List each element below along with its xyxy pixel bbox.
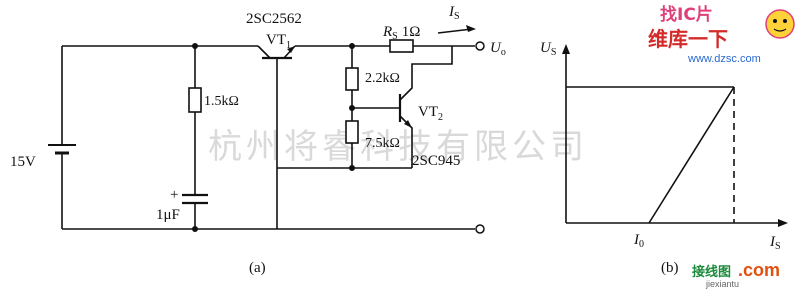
- vt1-part-label: 2SC2562: [246, 11, 302, 27]
- resistor-7-5k: [345, 120, 359, 144]
- output-terminal: [475, 41, 485, 51]
- resistor-2-2k: [345, 67, 359, 91]
- vt2-part-label: 2SC945: [412, 153, 460, 169]
- current-arrow: [437, 28, 473, 34]
- jiexiantu-logo: 接线图 .com jiexiantu: [692, 260, 780, 289]
- capacitor-symbol: [182, 193, 208, 229]
- source-voltage-label: 15V: [10, 154, 36, 170]
- transistor-vt1: [257, 45, 296, 229]
- dzsc-logo: 找IC片 维库一下 www.dzsc.com: [648, 4, 795, 65]
- ground-terminal: [475, 224, 485, 234]
- vt1-name-label: VT1: [266, 32, 291, 51]
- sense-resistor: [389, 39, 414, 53]
- y-axis-label: US: [540, 40, 556, 58]
- r3-value-label: 7.5kΩ: [365, 136, 400, 151]
- logo-bottom-cn: 接线图: [692, 264, 731, 280]
- watermark-text: 杭州将睿科技有限公司: [208, 127, 588, 167]
- capacitor-value-label: 1μF: [156, 207, 180, 223]
- caption-b: (b): [661, 260, 679, 276]
- junction-dots: [192, 43, 355, 232]
- logo-top-line1: 找IC片: [660, 4, 713, 25]
- vt2-name-label: VT2: [418, 104, 443, 123]
- mascot-icon: [765, 9, 795, 39]
- characteristic-graph: US IS I0 (b): [540, 40, 788, 276]
- x-axis-label: IS: [769, 234, 781, 252]
- circuit-diagram: 2SC2562 VT1 1.5kΩ 2.2kΩ 7.5kΩ VT2 2SC945…: [10, 4, 506, 276]
- resistor-1-5k: [188, 87, 202, 113]
- logo-bottom-com: .com: [738, 260, 780, 280]
- logo-top-url: www.dzsc.com: [687, 53, 761, 65]
- y-axis-arrow: [562, 44, 570, 54]
- i0-marker-label: I0: [633, 232, 644, 250]
- logo-top-line2: 维库一下: [648, 27, 728, 51]
- r1-value-label: 1.5kΩ: [204, 94, 239, 109]
- x-axis-arrow: [778, 219, 788, 227]
- transistor-vt2: [398, 46, 453, 168]
- logo-bottom-url: jiexiantu: [705, 279, 739, 289]
- battery-symbol: [48, 144, 76, 175]
- current-limit-line: [648, 86, 735, 224]
- capacitor-polarity-label: +: [170, 187, 178, 203]
- caption-a: (a): [249, 260, 266, 276]
- r2-value-label: 2.2kΩ: [365, 71, 400, 86]
- current-is-label: IS: [448, 4, 460, 22]
- output-uo-label: Uo: [490, 40, 506, 58]
